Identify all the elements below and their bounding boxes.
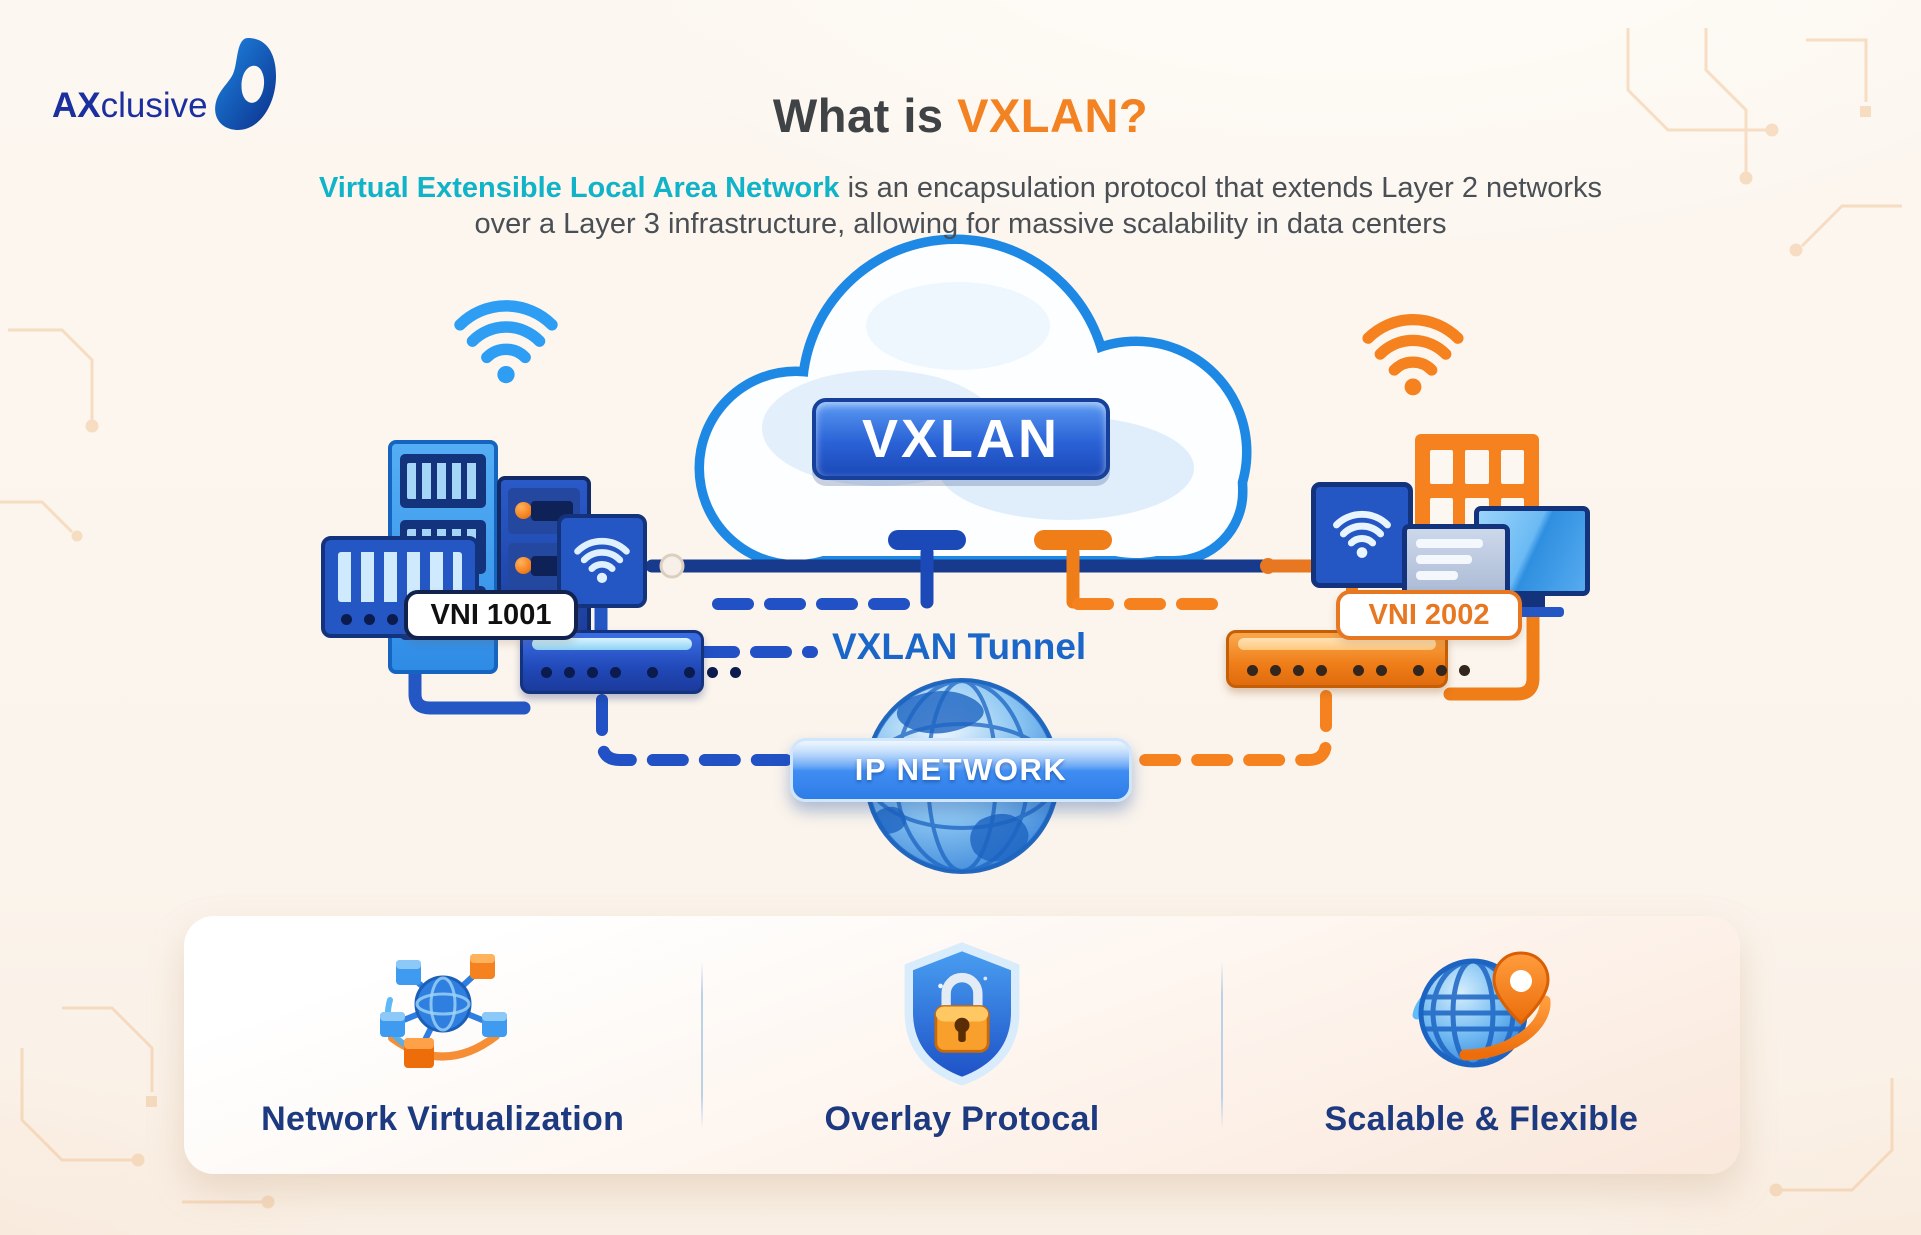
page-subtitle: Virtual Extensible Local Area Network is… <box>316 170 1606 243</box>
window <box>1430 498 1454 532</box>
globe-location-pin-icon <box>1395 938 1567 1090</box>
tunnel-dash-orange-elbow <box>1130 690 1332 766</box>
window <box>1430 450 1454 484</box>
shield-lock-icon <box>892 938 1032 1090</box>
vni-2002-label: VNI 2002 <box>1336 590 1522 640</box>
monitor-stand <box>1519 591 1545 607</box>
window <box>1500 450 1524 484</box>
brand-name-rest: clusive <box>100 86 208 125</box>
led-indicator <box>515 502 532 519</box>
brand-logo: AXclusive <box>52 36 278 132</box>
screen-text-line <box>1416 555 1472 564</box>
rack-unit <box>400 454 486 508</box>
wifi-icon-small <box>1333 510 1391 558</box>
brand-name-bold: AX <box>52 86 101 125</box>
right-elbow <box>1443 607 1540 701</box>
subtitle-rest: is an encapsulation protocol that extend… <box>474 172 1603 241</box>
feature-scalable-flexible: Scalable & Flexible <box>1223 916 1740 1174</box>
switch-ports <box>541 667 741 678</box>
screen-text-line <box>1416 539 1484 548</box>
feature-label: Network Virtualization <box>261 1100 625 1138</box>
wifi-icon-left <box>454 300 558 384</box>
switch-ports <box>1247 665 1470 676</box>
switch-strip <box>532 638 692 650</box>
led-indicator <box>515 557 532 574</box>
page-title: What is VXLAN? <box>0 88 1921 143</box>
feature-label: Scalable & Flexible <box>1324 1100 1639 1138</box>
network-virtualization-icon <box>358 938 528 1090</box>
vxlan-tunnel-label: VXLAN Tunnel <box>832 626 1087 667</box>
features-card: Network Virtualization Overlay Protocal <box>184 916 1740 1174</box>
vni-1001-label: VNI 1001 <box>404 590 578 640</box>
vxlan-cloud-badge: VXLAN <box>812 398 1110 480</box>
window <box>1465 450 1489 484</box>
feature-network-virtualization: Network Virtualization <box>184 916 701 1174</box>
tunnel-dash-blue-elbow <box>596 694 792 766</box>
divider <box>701 961 704 1129</box>
brand-name: AXclusive <box>52 86 208 132</box>
screen-text-line <box>1416 571 1458 580</box>
vtep-connector-blue <box>888 530 966 609</box>
backbone-node-right <box>1260 558 1276 574</box>
feature-overlay-protocol: Overlay Protocal <box>703 916 1220 1174</box>
wifi-icon-small <box>574 537 630 583</box>
title-highlight: VXLAN? <box>957 89 1149 142</box>
feature-label: Overlay Protocal <box>824 1100 1100 1138</box>
brand-swirl-icon <box>214 38 276 130</box>
backbone-node-left <box>659 553 685 579</box>
vtep-switch-blue <box>520 630 741 694</box>
switch-strip <box>1238 638 1436 650</box>
wireless-display-icon <box>1311 482 1413 588</box>
left-elbow <box>408 661 531 715</box>
divider <box>1220 961 1223 1129</box>
subtitle-highlight: Virtual Extensible Local Area Network <box>318 172 840 204</box>
wifi-icon-right <box>1362 314 1464 396</box>
monitor-base <box>1500 607 1564 617</box>
ip-network-banner: IP NETWORK <box>790 738 1132 802</box>
vtep-connector-orange <box>1034 530 1112 609</box>
title-prefix: What is <box>772 89 958 142</box>
